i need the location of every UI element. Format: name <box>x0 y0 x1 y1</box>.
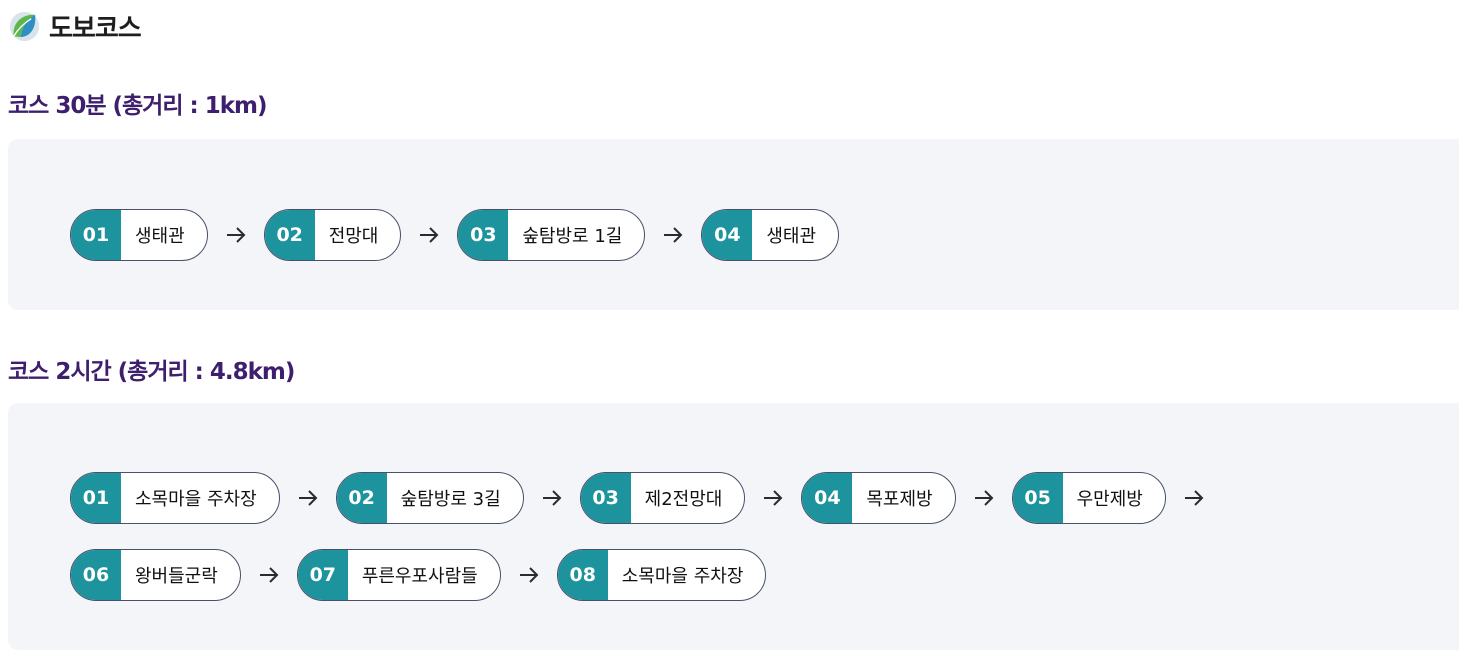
stop-name: 숲탐방로 1길 <box>522 226 623 247</box>
route-row: 01 생태관 02 전망대 03 숲탐방로 1길 04 생태관 <box>70 209 840 261</box>
stop-name: 생태관 <box>766 226 817 247</box>
stop-number: 02 <box>264 210 315 260</box>
stop-name: 전망대 <box>328 226 379 247</box>
stop-number: 03 <box>580 473 631 523</box>
course-box-30min: 01 생태관 02 전망대 03 숲탐방로 1길 04 생태관 <box>8 139 1459 310</box>
stop-name: 생태관 <box>135 226 185 247</box>
arrow-right-icon <box>501 563 557 587</box>
stop-name: 소목마을 주차장 <box>135 489 257 510</box>
route-stop: 03 숲탐방로 1길 <box>457 209 646 261</box>
leaf-logo-icon <box>9 11 40 42</box>
stop-name: 왕버들군락 <box>135 566 218 587</box>
arrow-right-icon <box>956 486 1012 510</box>
route-stop: 01 소목마을 주차장 <box>70 472 280 524</box>
stop-number: 04 <box>802 473 853 523</box>
route-stop: 01 생태관 <box>70 209 208 261</box>
route-stop: 04 생태관 <box>701 209 840 261</box>
stop-name: 제2전망대 <box>644 489 723 510</box>
route-stop: 02 전망대 <box>263 209 402 261</box>
stop-number: 02 <box>336 473 387 523</box>
arrow-right-icon <box>524 486 580 510</box>
arrow-right-icon <box>401 223 457 247</box>
course-title-2hour: 코스 2시간 (총거리 : 4.8km) <box>8 359 295 385</box>
stop-number: 06 <box>71 550 121 600</box>
arrow-right-icon <box>241 563 297 587</box>
route-row: 01 소목마을 주차장 02 숲탐방로 3길 03 제2전망대 04 목포제방 … <box>70 472 1222 524</box>
route-stop: 05 우만제방 <box>1011 472 1166 524</box>
stop-name: 숲탐방로 3길 <box>400 489 501 510</box>
arrow-right-icon <box>280 486 336 510</box>
route-stop: 08 소목마을 주차장 <box>556 549 767 601</box>
route-stop: 06 왕버들군락 <box>70 549 241 601</box>
arrow-right-icon <box>645 223 701 247</box>
route-stop: 07 푸른우포사람들 <box>296 549 501 601</box>
route-stop: 04 목포제방 <box>801 472 956 524</box>
stop-name: 우만제방 <box>1076 489 1143 510</box>
page-title: 도보코스 <box>49 14 142 44</box>
course-box-2hour: 01 소목마을 주차장 02 숲탐방로 3길 03 제2전망대 04 목포제방 … <box>8 403 1459 650</box>
stop-number: 04 <box>702 210 753 260</box>
course-title-30min: 코스 30분 (총거리 : 1km) <box>8 93 267 119</box>
stop-name: 소목마을 주차장 <box>621 566 744 587</box>
stop-number: 08 <box>557 550 608 600</box>
route-stop: 03 제2전망대 <box>579 472 746 524</box>
stop-number: 01 <box>71 473 121 523</box>
stop-name: 목포제방 <box>866 489 933 510</box>
route-stop: 02 숲탐방로 3길 <box>335 472 524 524</box>
page-header: 도보코스 <box>8 8 142 45</box>
stop-number: 01 <box>71 210 121 260</box>
route-row: 06 왕버들군락 07 푸른우포사람들 08 소목마을 주차장 <box>70 549 767 601</box>
stop-number: 05 <box>1012 473 1063 523</box>
stop-number: 03 <box>458 210 509 260</box>
arrow-right-icon <box>1166 486 1222 510</box>
stop-name: 푸른우포사람들 <box>361 566 478 587</box>
arrow-right-icon <box>208 223 264 247</box>
stop-number: 07 <box>297 550 348 600</box>
arrow-right-icon <box>745 486 801 510</box>
